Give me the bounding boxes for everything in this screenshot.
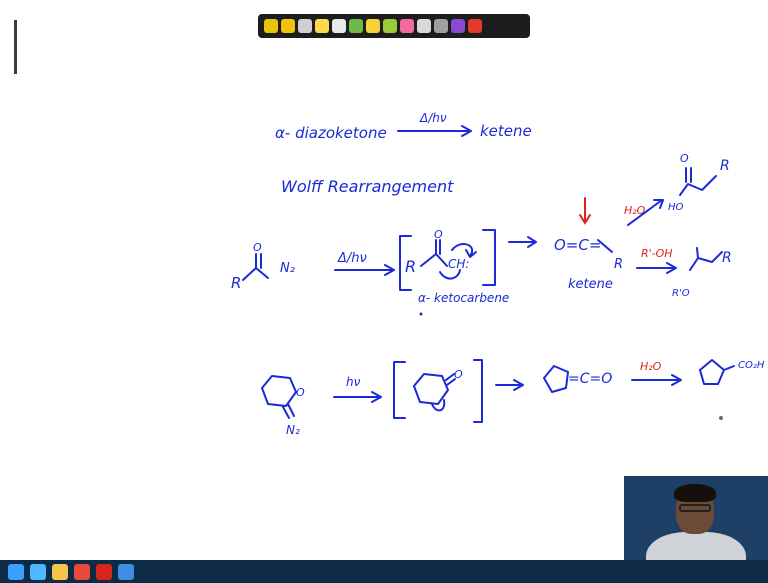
reaction-arrow [397, 125, 472, 137]
text-tool-icon[interactable] [417, 19, 431, 33]
cursor-dot [719, 416, 723, 420]
color-pink-tool-icon[interactable] [400, 19, 414, 33]
app-icon[interactable] [118, 563, 134, 580]
person-hair [674, 484, 716, 502]
light-label: hν [346, 375, 361, 389]
glasses [679, 504, 711, 512]
water-label-2: H₂O [640, 360, 662, 373]
reactant-r-label: R [231, 274, 241, 292]
acid-oxygen: O [680, 152, 689, 165]
cyclopentyl-ketene-ring [543, 365, 569, 393]
browser-icon[interactable] [30, 563, 46, 580]
line-tool-icon[interactable] [366, 19, 380, 33]
ester-ro-label: R'O [672, 288, 690, 299]
explorer-icon[interactable] [52, 563, 68, 580]
ketene-label: ketene [568, 277, 613, 292]
cyclopentane-ring [699, 359, 735, 385]
reaction-arrow-6 [631, 374, 682, 386]
reaction-arrow-2 [334, 264, 395, 276]
carbene-ring [413, 373, 449, 405]
ketene-formula: O=C= [554, 236, 601, 254]
left-bracket-2 [393, 361, 406, 419]
start-icon[interactable] [8, 563, 24, 580]
reaction-arrow-water [627, 199, 664, 226]
whiteboard-canvas[interactable]: α- diazoketone Δ/hν ketene Wolff Rearran… [0, 0, 768, 560]
ring-oxygen: O [296, 386, 305, 399]
carbene-oxygen: O [454, 368, 463, 381]
acid-r-label: R [720, 158, 730, 174]
ink-dot [419, 312, 423, 316]
color-green-tool-icon[interactable] [383, 19, 397, 33]
reaction-arrow-3 [508, 236, 537, 248]
wolff-title: Wolff Rearrangement [281, 177, 454, 196]
n2-label: N₂ [280, 261, 295, 276]
pen-tool-icon[interactable] [281, 19, 295, 33]
n2-label-2: N₂ [286, 423, 300, 437]
shape-tool-icon[interactable] [349, 19, 363, 33]
alcohol-label: R'-OH [641, 247, 673, 260]
carbene-bond [445, 373, 456, 386]
right-bracket [482, 229, 496, 286]
oxygen-label-2: O [434, 228, 443, 241]
reaction-arrow-4 [333, 391, 382, 403]
intermediate-r-label: R [405, 257, 416, 276]
reaction-arrow-5 [495, 379, 524, 391]
ketocarbene-structure [420, 239, 448, 267]
chrome-icon[interactable] [74, 563, 90, 580]
diazoketone-structure [242, 253, 269, 281]
water-label: H₂O [624, 204, 646, 217]
eraser-tool-icon[interactable] [298, 19, 312, 33]
heat-light-label-2: Δ/hν [337, 251, 367, 266]
curly-arrow-2 [439, 269, 461, 280]
ketene2-label: =C=O [568, 371, 612, 387]
left-bracket [399, 235, 412, 291]
diazo-bond [282, 403, 295, 419]
acid-structure [679, 167, 717, 196]
diazoketone-text: α- diazoketone [275, 124, 387, 142]
window-edge [0, 20, 17, 74]
carboxylic-acid-label: CO₂H [738, 360, 765, 371]
windows-taskbar [0, 560, 768, 583]
ester-structure [689, 247, 723, 271]
oxygen-label: O [253, 241, 262, 254]
acid-ho-label: HO [668, 202, 684, 213]
red-arrow [579, 197, 591, 225]
acrobat-icon[interactable] [96, 563, 112, 580]
cyclohexanone-ring [261, 375, 297, 407]
select-tool-icon[interactable] [434, 19, 448, 33]
highlighter-tool-icon[interactable] [332, 19, 346, 33]
ch-label: CH: [448, 257, 469, 271]
curly-arrow-3 [431, 399, 446, 412]
marker-tool-icon[interactable] [315, 19, 329, 33]
drawing-toolbar [258, 14, 530, 38]
curly-arrow [451, 242, 477, 258]
right-bracket-2 [473, 359, 483, 423]
pointer-tool-icon[interactable] [264, 19, 278, 33]
ketocarbene-label: α- ketocarbene [418, 291, 509, 305]
ketene-r-label: R [614, 257, 623, 272]
ester-r-label: R [722, 250, 732, 266]
ketene-bond [597, 239, 613, 253]
heat-light-label: Δ/hν [419, 111, 447, 125]
reaction-arrow-alcohol [636, 262, 677, 274]
ketene-text: ketene [480, 122, 532, 140]
color-purple-tool-icon[interactable] [451, 19, 465, 33]
close-tool-icon[interactable] [468, 19, 482, 33]
